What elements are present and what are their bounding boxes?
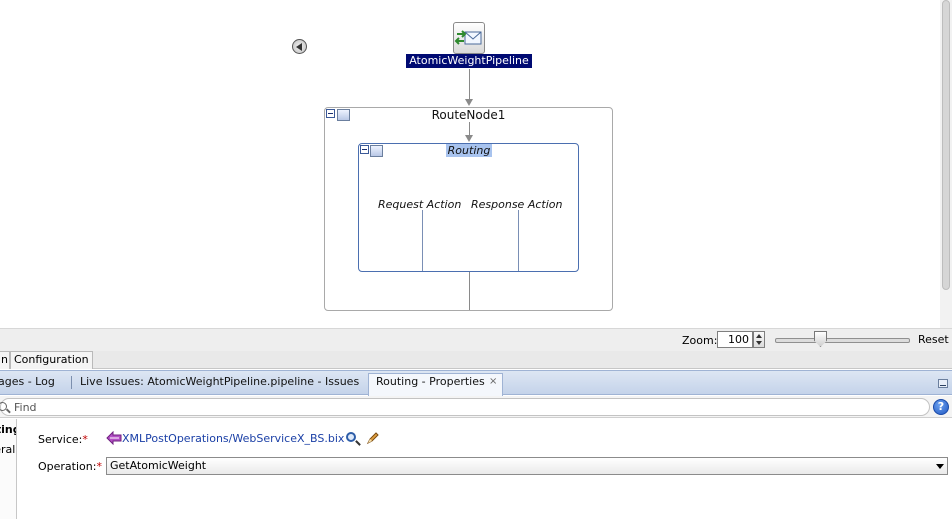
- pipeline-envelope-icon[interactable]: [453, 22, 485, 54]
- chevron-down-icon[interactable]: [936, 464, 944, 469]
- operation-select[interactable]: GetAtomicWeight: [106, 457, 948, 475]
- service-label-text: Service:: [38, 433, 83, 446]
- scrollbar-thumb[interactable]: [942, 0, 950, 290]
- routing-title[interactable]: Routing: [446, 144, 492, 157]
- service-label: Service:*: [38, 433, 88, 446]
- edit-pencil-icon[interactable]: [366, 431, 380, 445]
- zoom-slider-thumb[interactable]: [814, 331, 827, 347]
- minimize-panel-icon[interactable]: [938, 379, 948, 388]
- request-action-label[interactable]: Request Action: [378, 198, 462, 211]
- tab-routing-properties-bg[interactable]: [368, 373, 503, 396]
- connector-arrow-icon: [465, 135, 473, 142]
- tab-configuration[interactable]: Configuration: [10, 351, 93, 369]
- side-tree-item-routing[interactable]: Routing: [0, 423, 16, 436]
- response-action-label[interactable]: Response Action: [471, 198, 563, 211]
- find-bar: Find ?: [0, 396, 952, 418]
- routing-collapse-icon[interactable]: [360, 145, 369, 154]
- operation-label: Operation:*: [38, 460, 102, 473]
- required-marker: *: [96, 460, 102, 473]
- pipeline-label[interactable]: AtomicWeightPipeline: [406, 54, 532, 68]
- close-tab-icon[interactable]: ×: [489, 376, 498, 387]
- required-marker: *: [82, 433, 88, 446]
- connector-line: [469, 69, 470, 101]
- pipeline-envelope-icon-graphic: [454, 30, 482, 45]
- route-node-icon: [337, 109, 350, 121]
- tab-separator: [71, 376, 72, 389]
- action-divider: [518, 210, 519, 271]
- collapse-arrow-icon[interactable]: [292, 39, 307, 54]
- routing-box[interactable]: [358, 143, 579, 272]
- route-node-collapse-icon[interactable]: [326, 109, 335, 118]
- operation-label-text: Operation:: [38, 460, 97, 473]
- action-divider: [422, 210, 423, 271]
- connector-arrow-icon: [465, 99, 473, 106]
- tab-partial[interactable]: n: [0, 351, 10, 369]
- tab-routing-properties[interactable]: Routing - Properties: [376, 375, 485, 388]
- editor-bottom-tabs: n Configuration: [0, 351, 952, 369]
- zoom-value-input[interactable]: 100: [717, 331, 753, 348]
- find-input[interactable]: Find: [0, 398, 930, 416]
- help-icon[interactable]: ?: [933, 399, 949, 415]
- route-node-title[interactable]: RouteNode1: [431, 108, 506, 122]
- connector-line: [469, 272, 470, 310]
- find-placeholder: Find: [14, 401, 37, 414]
- operation-selected-value: GetAtomicWeight: [110, 459, 207, 472]
- zoom-spinner-icon[interactable]: [753, 331, 765, 348]
- browse-search-icon[interactable]: [346, 432, 356, 442]
- search-icon: [0, 402, 7, 411]
- properties-side-tree: Routing General: [0, 419, 17, 519]
- zoom-reset-button[interactable]: Reset: [918, 333, 949, 346]
- business-service-icon: [106, 431, 122, 445]
- canvas-vertical-scrollbar[interactable]: [940, 0, 952, 328]
- connector-line: [469, 122, 470, 136]
- side-tree-item-general[interactable]: General: [0, 443, 16, 456]
- zoom-label: Zoom:: [682, 334, 718, 347]
- log-panel-tabs: ages - Log Live Issues: AtomicWeightPipe…: [0, 370, 952, 396]
- pipeline-design-canvas[interactable]: AtomicWeightPipeline RouteNode1 Routing …: [0, 0, 940, 328]
- tab-live-issues[interactable]: Live Issues: AtomicWeightPipeline.pipeli…: [80, 375, 360, 388]
- route-node-box[interactable]: [324, 107, 613, 311]
- service-link[interactable]: XMLPostOperations/WebServiceX_BS.bix: [122, 432, 345, 445]
- properties-panel: Routing General Service:* XMLPostOperati…: [0, 419, 952, 519]
- routing-icon: [370, 145, 383, 157]
- zoom-slider-track[interactable]: [775, 338, 910, 343]
- tab-messages-log[interactable]: ages - Log: [0, 375, 55, 388]
- zoom-toolbar: Zoom: 100 Reset: [0, 328, 952, 351]
